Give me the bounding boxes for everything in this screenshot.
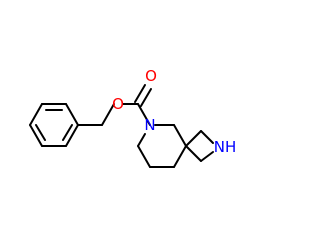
ester-linkage bbox=[77, 84, 152, 126]
bond bbox=[137, 145, 151, 168]
bond bbox=[101, 103, 115, 126]
piperidine-ring bbox=[137, 124, 187, 168]
bond bbox=[200, 151, 214, 162]
bond bbox=[137, 103, 151, 126]
ester-oxygen-label: O bbox=[112, 95, 124, 113]
bond bbox=[65, 124, 79, 147]
benzene-ring bbox=[29, 103, 79, 147]
bond bbox=[185, 145, 202, 162]
bond bbox=[29, 103, 43, 126]
carbonyl-bond bbox=[140, 88, 152, 107]
atom-labels: O O N NH bbox=[112, 67, 236, 156]
double-bond-inner bbox=[35, 124, 46, 141]
bond bbox=[173, 124, 187, 147]
azetidine-ring bbox=[185, 130, 214, 162]
carbonyl-oxygen-label: O bbox=[145, 67, 157, 85]
bond bbox=[173, 145, 187, 168]
double-bond-inner bbox=[62, 124, 73, 141]
bond bbox=[65, 103, 79, 126]
bond bbox=[29, 124, 43, 147]
molecule-structure: O O N NH bbox=[29, 67, 236, 168]
azetidine-nitrogen-label: NH bbox=[214, 138, 237, 156]
bond bbox=[137, 133, 146, 147]
bond bbox=[185, 130, 202, 147]
bond bbox=[200, 130, 214, 144]
carbonyl-bond bbox=[134, 84, 146, 103]
piperidine-nitrogen-label: N bbox=[144, 116, 155, 134]
